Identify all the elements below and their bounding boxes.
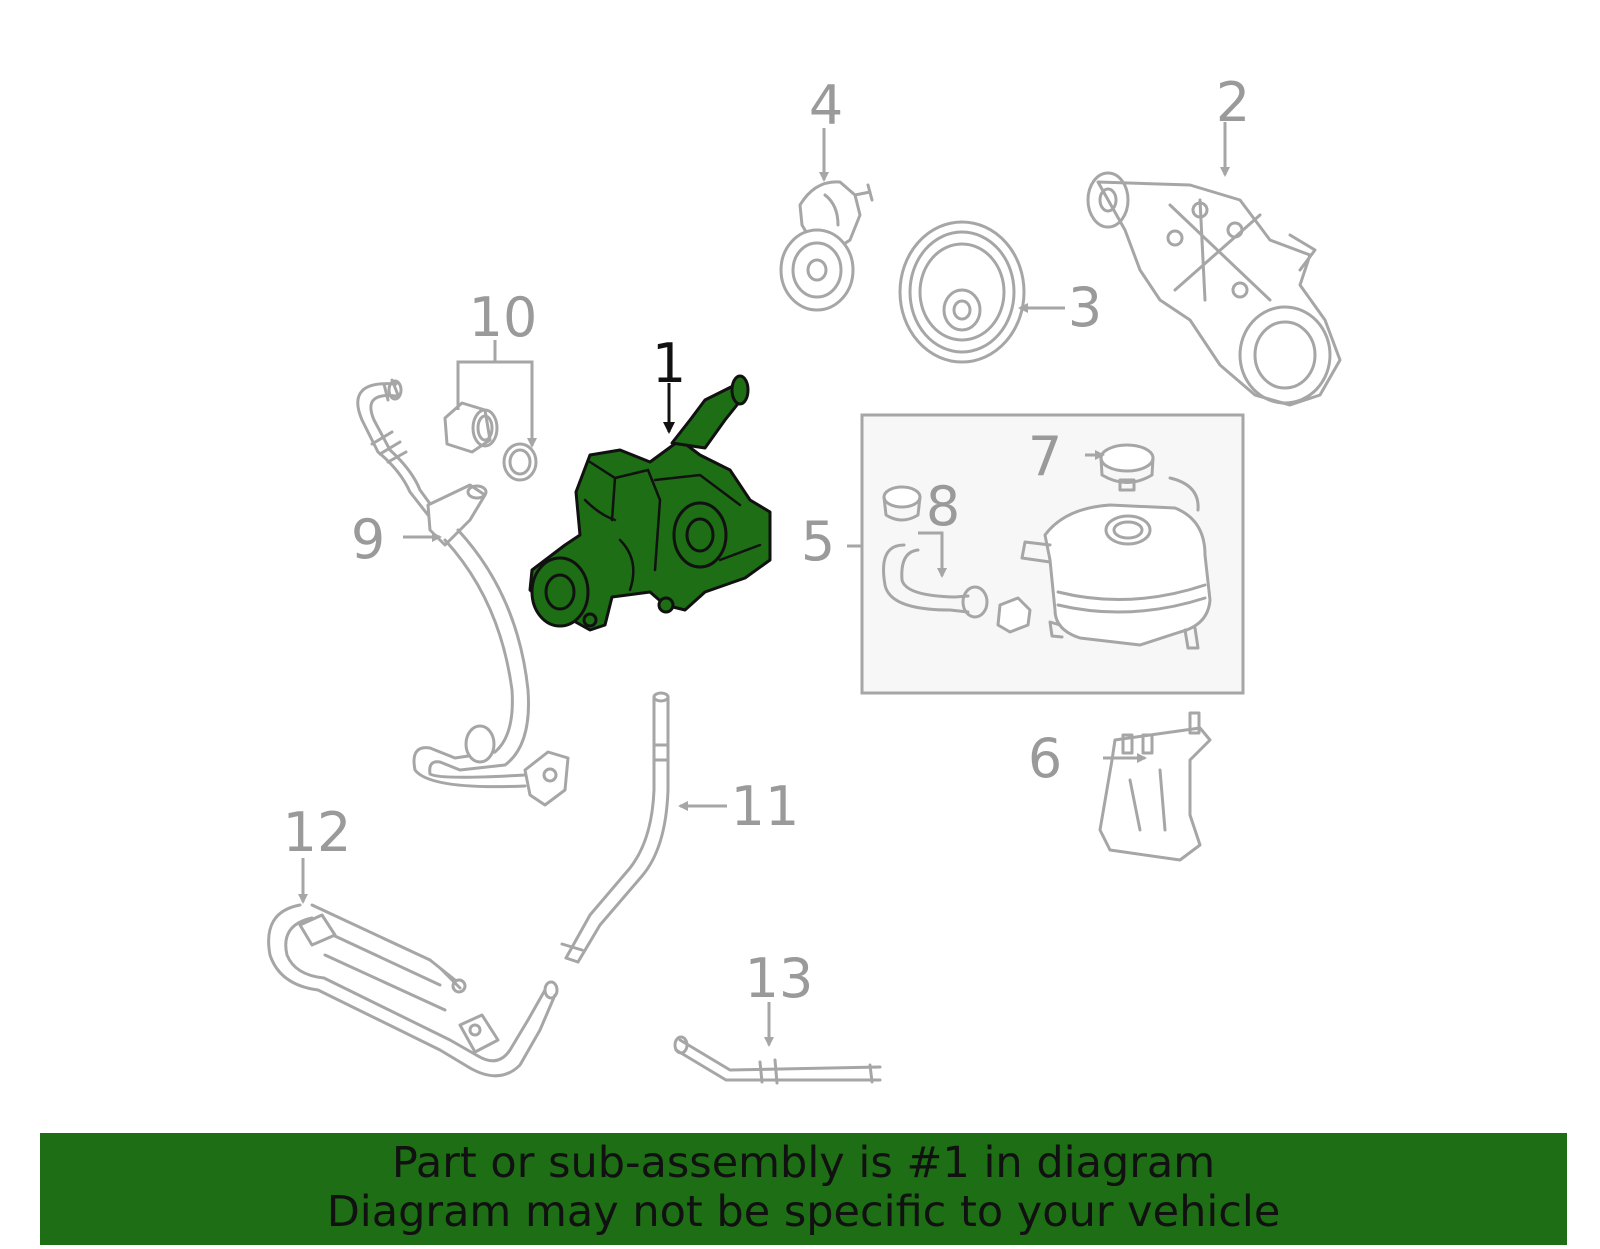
part-13-hose[interactable] [673, 1035, 882, 1085]
callout-6: 6 [1028, 727, 1062, 790]
callout-11: 11 [731, 775, 800, 838]
part-1-power-steering-pump[interactable] [528, 374, 772, 632]
part-7-cap[interactable] [1099, 443, 1155, 492]
callout-1: 1 [652, 332, 686, 395]
callout-5: 5 [801, 510, 835, 573]
part-4-tensioner[interactable] [779, 180, 874, 312]
part-8-hose[interactable] [882, 485, 1032, 634]
banner-line-2: Diagram may not be specific to your vehi… [326, 1187, 1281, 1237]
part-12-cooler[interactable] [267, 903, 559, 1078]
info-banner: Part or sub-assembly is #1 in diagram Di… [40, 1133, 1567, 1245]
callout-2: 2 [1216, 71, 1250, 134]
callout-12: 12 [283, 801, 352, 864]
callout-13: 13 [745, 947, 814, 1010]
part-3-pulley[interactable] [898, 220, 1026, 364]
callout-10: 10 [469, 286, 538, 349]
callout-8: 8 [926, 475, 960, 538]
banner-line-1: Part or sub-assembly is #1 in diagram [391, 1138, 1216, 1188]
part-6-bracket[interactable] [1098, 711, 1212, 862]
callout-4: 4 [809, 74, 843, 137]
part-5-reservoir[interactable] [1020, 476, 1212, 650]
part-9-pressure-hose[interactable] [356, 378, 570, 807]
part-10-fitting[interactable] [443, 401, 538, 482]
part-11-return-hose[interactable] [560, 691, 670, 964]
callout-7: 7 [1028, 425, 1062, 488]
callout-3: 3 [1068, 276, 1102, 339]
leader-lines [298, 122, 1230, 1047]
callout-9: 9 [351, 508, 385, 571]
part-2-bracket[interactable] [1086, 171, 1342, 407]
